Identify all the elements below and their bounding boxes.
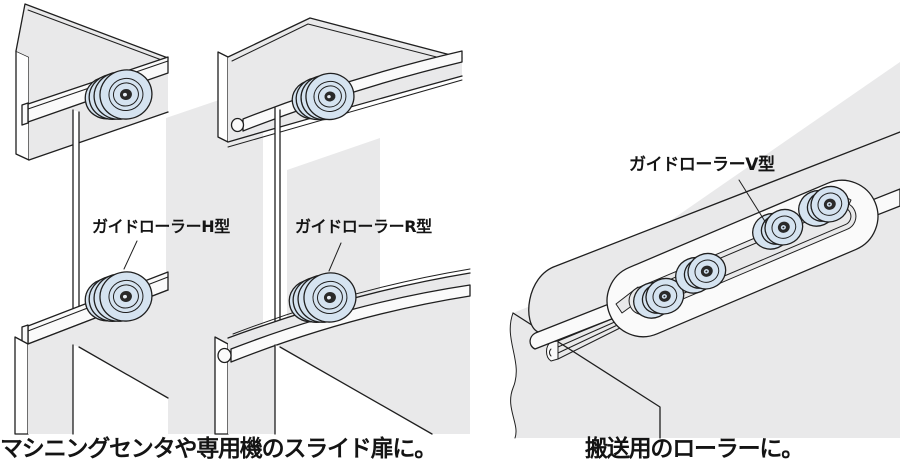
r-guide-roller-bottom [288,272,357,323]
h-guide-roller-top [84,69,153,120]
label-guide-roller-h: ガイドローラーH型 [92,217,230,236]
diagram-r-type [214,17,471,435]
caption-conveyor-use: 搬送用のローラーに。 [585,436,804,462]
v-roller-4 [798,185,850,227]
h-door-bottom-notch [72,344,169,435]
r-leader-line [328,242,342,272]
r-guide-roller-top [291,72,355,121]
h-leader-line [123,240,138,270]
label-guide-roller-r: ガイドローラーR型 [295,217,432,236]
caption-sliding-door-use: マシニングセンタや専用機のスライド扉に。 [0,436,437,462]
label-guide-roller-v: ガイドローラーV型 [629,155,775,175]
v-bed-front-edge [512,312,661,439]
h-guide-roller-bottom [84,271,153,322]
v-leader-line [738,179,767,224]
v-break-line [509,312,517,439]
r-door-edge [274,107,281,348]
h-door-edge [72,109,80,348]
v-roller-2 [675,252,727,294]
v-roller-3 [752,208,804,250]
diagram-h-type [14,3,263,435]
diagram-v-type [509,62,900,439]
r-door-bottom-notch [274,344,433,435]
